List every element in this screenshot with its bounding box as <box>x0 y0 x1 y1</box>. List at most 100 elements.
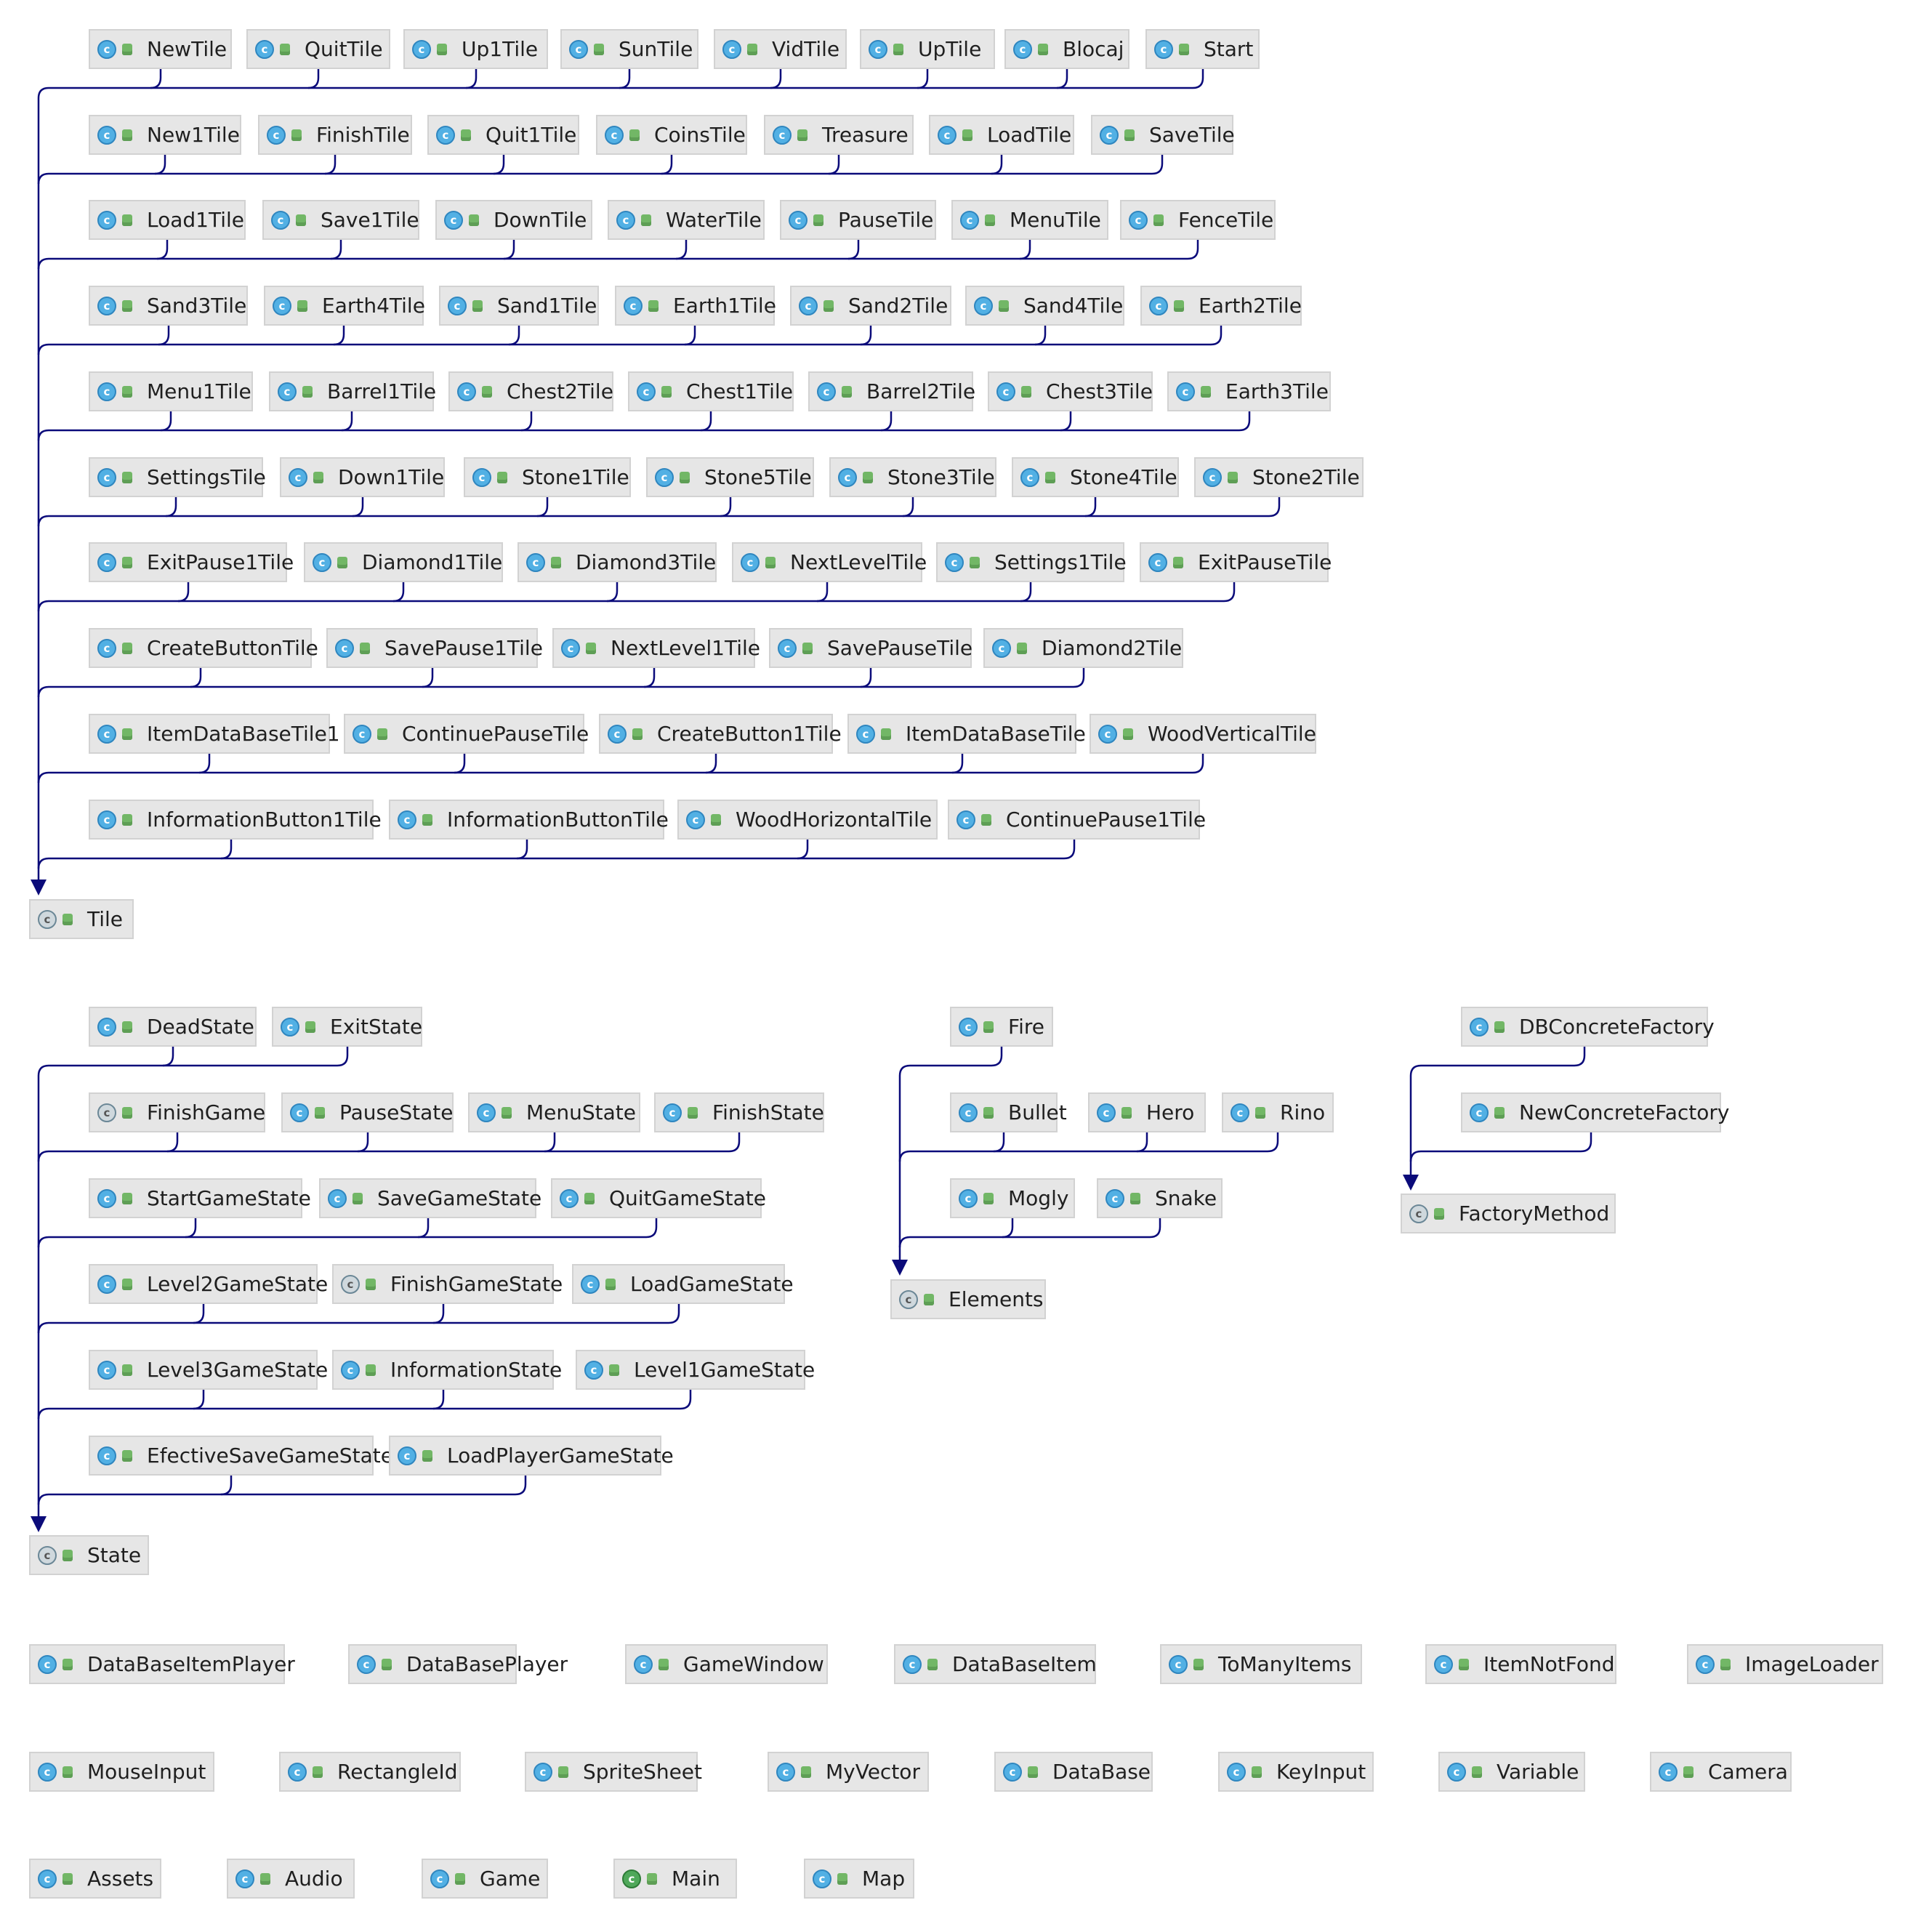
class-node-data-base-item-player[interactable]: cDataBaseItemPlayer <box>29 1644 295 1684</box>
class-node-game-window[interactable]: cGameWindow <box>625 1644 828 1684</box>
class-node-audio[interactable]: cAudio <box>227 1859 355 1899</box>
class-node-wood-horizontal-tile[interactable]: cWoodHorizontalTile <box>677 800 938 840</box>
class-node-rectangle-id[interactable]: cRectangleId <box>279 1752 461 1792</box>
class-node-sprite-sheet[interactable]: cSpriteSheet <box>525 1752 702 1792</box>
class-node-exit-pause1-tile[interactable]: cExitPause1Tile <box>89 542 294 582</box>
class-node-quit1-tile[interactable]: cQuit1Tile <box>427 115 579 155</box>
class-node-sand4-tile[interactable]: cSand4Tile <box>965 286 1124 326</box>
class-node-snake[interactable]: cSnake <box>1097 1178 1223 1218</box>
class-node-up-tile[interactable]: cUpTile <box>860 29 995 69</box>
class-node-stone5-tile[interactable]: cStone5Tile <box>646 457 814 497</box>
class-node-load-game-state[interactable]: cLoadGameState <box>572 1264 794 1304</box>
class-node-start-game-state[interactable]: cStartGameState <box>89 1178 311 1218</box>
class-node-menu-tile[interactable]: cMenuTile <box>951 200 1108 240</box>
class-node-information-button1-tile[interactable]: cInformationButton1Tile <box>89 800 382 840</box>
class-node-item-not-fond[interactable]: cItemNotFond <box>1425 1644 1616 1684</box>
class-node-pause-state[interactable]: cPauseState <box>281 1092 454 1132</box>
class-node-hero[interactable]: cHero <box>1088 1092 1206 1132</box>
class-node-earth4-tile[interactable]: cEarth4Tile <box>264 286 425 326</box>
class-node-pause-tile[interactable]: cPauseTile <box>780 200 936 240</box>
class-node-item-data-base-tile[interactable]: cItemDataBaseTile <box>847 714 1086 754</box>
class-node-image-loader[interactable]: cImageLoader <box>1687 1644 1883 1684</box>
class-node-variable[interactable]: cVariable <box>1438 1752 1585 1792</box>
class-node-chest2-tile[interactable]: cChest2Tile <box>448 371 613 411</box>
class-node-finish-tile[interactable]: cFinishTile <box>258 115 412 155</box>
class-node-diamond3-tile[interactable]: cDiamond3Tile <box>517 542 717 582</box>
class-node-chest3-tile[interactable]: cChest3Tile <box>988 371 1153 411</box>
class-node-sun-tile[interactable]: cSunTile <box>560 29 698 69</box>
class-node-down1-tile[interactable]: cDown1Tile <box>280 457 445 497</box>
class-node-down-tile[interactable]: cDownTile <box>435 200 592 240</box>
class-node-earth1-tile[interactable]: cEarth1Tile <box>615 286 776 326</box>
class-node-information-state[interactable]: cInformationState <box>332 1350 562 1390</box>
class-node-diamond2-tile[interactable]: cDiamond2Tile <box>983 628 1183 668</box>
class-node-save-tile[interactable]: cSaveTile <box>1091 115 1235 155</box>
class-node-efective-save-game-state[interactable]: cEfectiveSaveGameState <box>89 1436 393 1476</box>
class-node-stone4-tile[interactable]: cStone4Tile <box>1012 457 1179 497</box>
class-node-next-level-tile[interactable]: cNextLevelTile <box>732 542 927 582</box>
class-node-sand1-tile[interactable]: cSand1Tile <box>439 286 599 326</box>
class-node-chest1-tile[interactable]: cChest1Tile <box>628 371 794 411</box>
class-node-finish-game-state[interactable]: cFinishGameState <box>332 1264 563 1304</box>
class-node-barrel2-tile[interactable]: cBarrel2Tile <box>808 371 975 411</box>
class-node-my-vector[interactable]: cMyVector <box>768 1752 929 1792</box>
class-node-to-many-items[interactable]: cToManyItems <box>1160 1644 1362 1684</box>
class-node-quit-tile[interactable]: cQuitTile <box>246 29 390 69</box>
class-node-stone3-tile[interactable]: cStone3Tile <box>829 457 996 497</box>
class-node-level3-game-state[interactable]: cLevel3GameState <box>89 1350 328 1390</box>
class-node-next-level1-tile[interactable]: cNextLevel1Tile <box>552 628 760 668</box>
class-node-data-base[interactable]: cDataBase <box>994 1752 1153 1792</box>
class-node-water-tile[interactable]: cWaterTile <box>608 200 765 240</box>
class-node-treasure[interactable]: cTreasure <box>764 115 914 155</box>
class-node-fence-tile[interactable]: cFenceTile <box>1120 200 1276 240</box>
class-node-assets[interactable]: cAssets <box>29 1859 161 1899</box>
class-node-game[interactable]: cGame <box>422 1859 548 1899</box>
class-node-save-pause1-tile[interactable]: cSavePause1Tile <box>326 628 543 668</box>
class-node-finish-state[interactable]: cFinishState <box>654 1092 824 1132</box>
class-node-quit-game-state[interactable]: cQuitGameState <box>551 1178 766 1218</box>
class-node-save1-tile[interactable]: cSave1Tile <box>262 200 419 240</box>
class-node-mouse-input[interactable]: cMouseInput <box>29 1752 214 1792</box>
class-node-wood-vertical-tile[interactable]: cWoodVerticalTile <box>1090 714 1316 754</box>
class-node-rino[interactable]: cRino <box>1222 1092 1334 1132</box>
class-node-map[interactable]: cMap <box>804 1859 914 1899</box>
class-node-start[interactable]: cStart <box>1145 29 1260 69</box>
class-node-level1-game-state[interactable]: cLevel1GameState <box>576 1350 815 1390</box>
class-node-fire[interactable]: cFire <box>950 1007 1053 1047</box>
class-node-continue-pause-tile[interactable]: cContinuePauseTile <box>344 714 589 754</box>
class-node-new-concrete-factory[interactable]: cNewConcreteFactory <box>1461 1092 1730 1132</box>
class-node-state[interactable]: cState <box>29 1535 149 1575</box>
class-node-key-input[interactable]: cKeyInput <box>1218 1752 1374 1792</box>
class-node-data-base-player[interactable]: cDataBasePlayer <box>348 1644 568 1684</box>
class-node-barrel1-tile[interactable]: cBarrel1Tile <box>269 371 436 411</box>
class-node-vid-tile[interactable]: cVidTile <box>714 29 847 69</box>
class-node-load-tile[interactable]: cLoadTile <box>929 115 1074 155</box>
class-node-save-game-state[interactable]: cSaveGameState <box>319 1178 541 1218</box>
class-node-sand2-tile[interactable]: cSand2Tile <box>790 286 951 326</box>
class-node-main[interactable]: cMain <box>613 1859 737 1899</box>
class-node-load-player-game-state[interactable]: cLoadPlayerGameState <box>389 1436 674 1476</box>
class-node-exit-pause-tile[interactable]: cExitPauseTile <box>1140 542 1332 582</box>
class-node-tile[interactable]: cTile <box>29 899 134 939</box>
class-node-new1-tile[interactable]: cNew1Tile <box>89 115 241 155</box>
class-node-exit-state[interactable]: cExitState <box>272 1007 422 1047</box>
class-node-continue-pause1-tile[interactable]: cContinuePause1Tile <box>948 800 1206 840</box>
class-node-camera[interactable]: cCamera <box>1650 1752 1792 1792</box>
class-node-dead-state[interactable]: cDeadState <box>89 1007 257 1047</box>
class-node-stone1-tile[interactable]: cStone1Tile <box>464 457 631 497</box>
class-node-sand3-tile[interactable]: cSand3Tile <box>89 286 248 326</box>
class-node-create-button1-tile[interactable]: cCreateButton1Tile <box>599 714 842 754</box>
class-node-create-button-tile[interactable]: cCreateButtonTile <box>89 628 318 668</box>
class-node-settings1-tile[interactable]: cSettings1Tile <box>936 542 1127 582</box>
class-node-finish-game[interactable]: cFinishGame <box>89 1092 265 1132</box>
class-node-factory-method[interactable]: cFactoryMethod <box>1401 1194 1616 1233</box>
class-node-stone2-tile[interactable]: cStone2Tile <box>1194 457 1364 497</box>
class-node-blocaj[interactable]: cBlocaj <box>1004 29 1129 69</box>
class-node-data-base-item[interactable]: cDataBaseItem <box>894 1644 1097 1684</box>
class-node-earth3-tile[interactable]: cEarth3Tile <box>1167 371 1331 411</box>
class-node-information-button-tile[interactable]: cInformationButtonTile <box>389 800 669 840</box>
class-node-settings-tile[interactable]: cSettingsTile <box>89 457 266 497</box>
class-node-elements[interactable]: cElements <box>890 1279 1046 1319</box>
class-node-diamond1-tile[interactable]: cDiamond1Tile <box>304 542 503 582</box>
class-node-menu1-tile[interactable]: cMenu1Tile <box>89 371 253 411</box>
